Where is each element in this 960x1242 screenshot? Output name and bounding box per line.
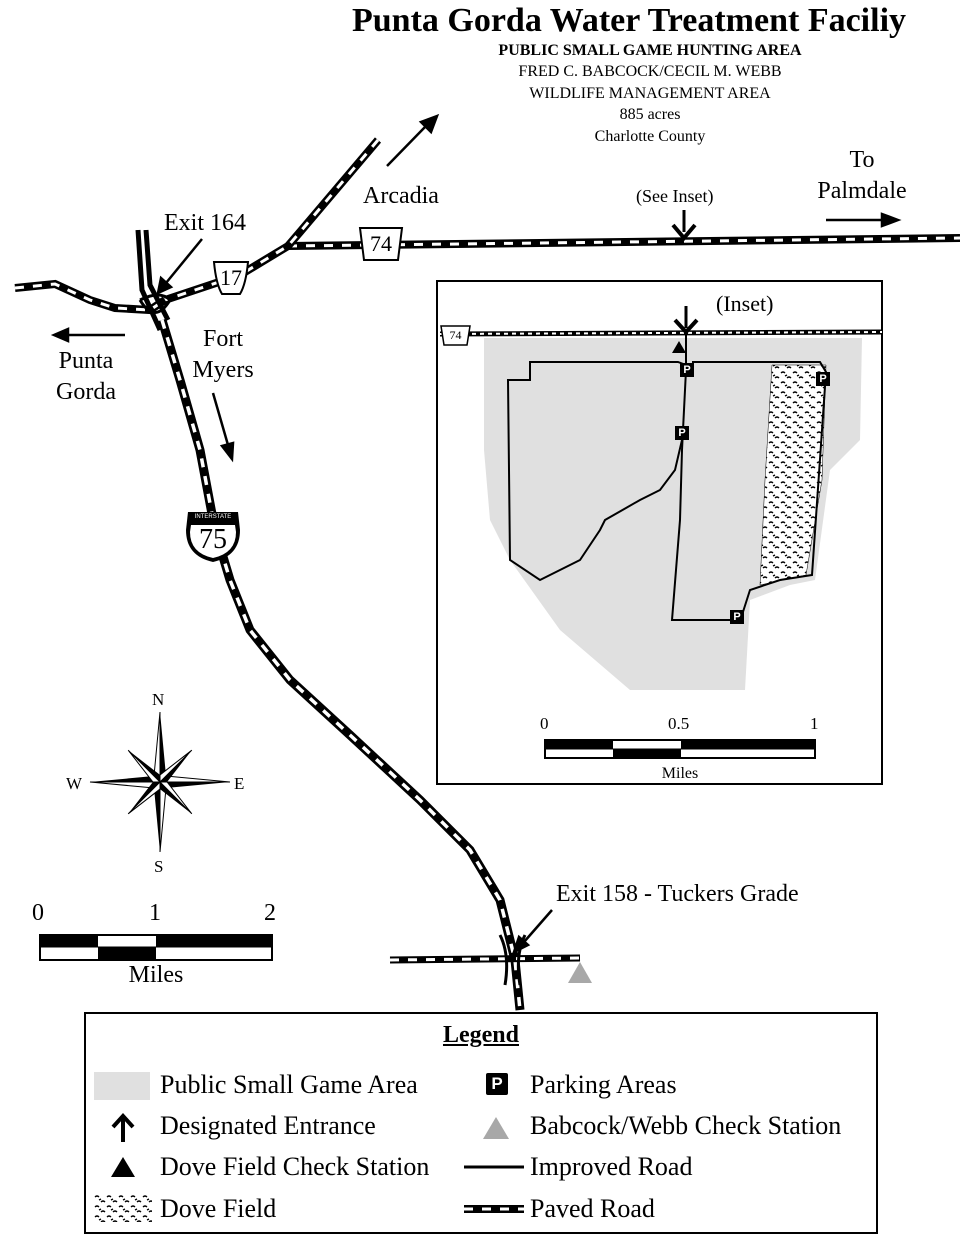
label-exit-158: Exit 158 - Tuckers Grade (556, 881, 799, 907)
i75-road (157, 318, 525, 1011)
dove-field-check-station-icon (111, 1157, 135, 1177)
main-scale-bar (39, 934, 273, 961)
legend-dove-field-swatch (94, 1194, 152, 1222)
inset-scale-tick-1: 1 (810, 714, 819, 733)
parking-icon: P (486, 1073, 508, 1095)
map-title: Punta Gorda Water Treatment Faciliy (351, 2, 907, 39)
label-exit-164: Exit 164 (164, 210, 246, 236)
label-fort-myers-2: Myers (192, 357, 254, 383)
i75-shield-banner: INTERSTATE (194, 514, 232, 520)
inset-parking-marker: P (730, 610, 744, 624)
label-arcadia: Arcadia (363, 183, 439, 209)
label-punta-gorda-1: Punta (58, 348, 114, 374)
inset-sr74-road (439, 329, 883, 337)
label-fort-myers-1: Fort (202, 326, 243, 352)
subtitle-line-3: WILDLIFE MANAGEMENT AREA (529, 85, 771, 102)
us17-road (163, 137, 382, 304)
legend-label-dove-check: Dove Field Check Station (160, 1152, 430, 1181)
subtitle-line-1: PUBLIC SMALL GAME HUNTING AREA (498, 42, 802, 59)
us17-shield (212, 261, 250, 295)
label-punta-gorda-2: Gorda (56, 379, 116, 405)
babcock-webb-check-station-icon (483, 1117, 509, 1139)
inset-scale-bar (544, 739, 816, 759)
label-to-palmdale-1: To (849, 147, 875, 173)
improved-road-icon (464, 1165, 524, 1169)
legend-label-paved-road: Paved Road (530, 1194, 655, 1223)
subtitle-line-2: FRED C. BABCOCK/CECIL M. WEBB (518, 63, 782, 80)
label-see-inset: (See Inset) (636, 186, 714, 206)
inset-sr74-shield (440, 325, 471, 346)
exit-164-interchange (135, 229, 172, 332)
babcock-webb-check-station-marker (568, 962, 592, 983)
inset-entrance-arrow (673, 306, 699, 335)
i75-shield (186, 512, 240, 562)
main-scale-unit: Miles (128, 962, 184, 988)
legend: Legend Public Small Game Area Designated… (84, 1012, 878, 1234)
subtitle-acreage: 885 acres (619, 106, 681, 123)
inset-parking-marker: P (675, 426, 689, 440)
inset-parking-marker: P (680, 363, 694, 377)
sr74-shield-number: 74 (370, 231, 392, 256)
legend-game-area-swatch (94, 1072, 150, 1100)
us17-shield-number: 17 (220, 265, 242, 290)
legend-label-game-area: Public Small Game Area (160, 1070, 418, 1099)
legend-title: Legend (442, 1022, 519, 1048)
inset-scale-unit: Miles (661, 765, 699, 782)
compass-west: W (66, 774, 83, 793)
sr74-shield (358, 227, 404, 261)
legend-label-parking: Parking Areas (530, 1070, 677, 1099)
compass-rose (89, 711, 231, 853)
legend-label-improved-road: Improved Road (530, 1152, 693, 1181)
see-inset-arrow (671, 210, 697, 242)
legend-label-dove-field: Dove Field (160, 1194, 277, 1223)
legend-label-babcock-check: Babcock/Webb Check Station (530, 1111, 842, 1140)
inset-scale-tick-0: 0 (540, 714, 549, 733)
compass-north: N (152, 690, 165, 709)
inset-label: (Inset) (716, 291, 774, 316)
inset-game-area (484, 338, 862, 690)
legend-label-entrance: Designated Entrance (160, 1111, 376, 1140)
inset-scale-tick-05: 0.5 (668, 714, 690, 733)
i75-shield-number: 75 (199, 524, 227, 555)
main-scale-tick-1: 1 (149, 900, 161, 926)
inset-sr74-shield-number: 74 (449, 328, 462, 342)
compass-east: E (234, 774, 245, 793)
tuckers-grade-road (389, 934, 581, 986)
main-scale-tick-0: 0 (32, 900, 44, 926)
label-to-palmdale-2: Palmdale (817, 178, 907, 204)
subtitle-county: Charlotte County (594, 128, 706, 145)
compass-south: S (154, 857, 164, 876)
inset-parking-marker: P (816, 372, 830, 386)
inset-dove-field-check-station (672, 341, 686, 353)
main-scale-tick-2: 2 (264, 900, 276, 926)
direction-arrows (50, 113, 902, 955)
paved-road-icon (464, 1205, 524, 1213)
designated-entrance-icon (111, 1113, 135, 1142)
